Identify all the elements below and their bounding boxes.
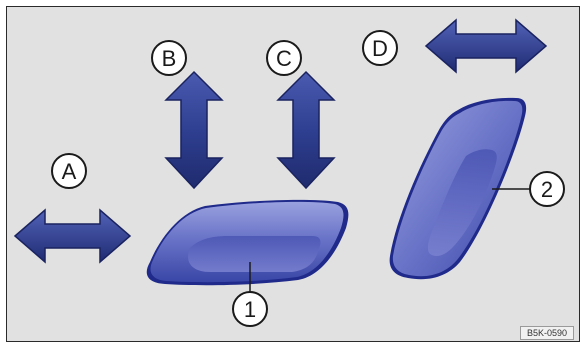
label-c: C <box>276 46 292 71</box>
callout-1: 1 <box>232 291 268 327</box>
arrow-d-horizontal-double-arrow <box>424 18 548 74</box>
callout-c: C <box>266 40 302 76</box>
arrow-a-horizontal-double-arrow <box>13 208 132 264</box>
callout-d: D <box>362 30 398 66</box>
image-code-label: B5K-0590 <box>519 326 574 340</box>
label-d: D <box>372 36 388 61</box>
label-2: 2 <box>541 177 553 202</box>
callout-2: 2 <box>529 171 565 207</box>
arrow-c-vertical-double-arrow <box>276 70 336 190</box>
seat-cushion <box>146 199 349 286</box>
label-b: B <box>162 46 177 71</box>
label-1: 1 <box>244 297 256 322</box>
seat-backrest <box>389 97 527 280</box>
arrow-b-vertical-double-arrow <box>164 70 224 190</box>
callout-a: A <box>51 153 87 189</box>
callout-b: B <box>151 40 187 76</box>
label-a: A <box>62 159 77 184</box>
